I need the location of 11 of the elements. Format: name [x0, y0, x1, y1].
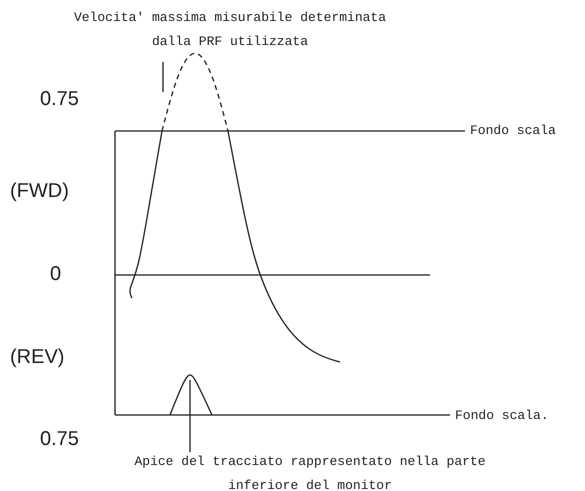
annotation-text: Velocita' massima misurabile determinata dalla PRF utilizzata: [70, 6, 390, 54]
axis-label: 0.75: [40, 88, 79, 111]
axis-label: 0.75: [40, 428, 79, 451]
axis-label: 0: [50, 263, 62, 286]
annotation-text: Apice del tracciato rappresentato nella parte inferiore del monitor: [130, 450, 490, 491]
leader-line: [189, 380, 191, 452]
leader-line: [162, 62, 164, 92]
scale-label: Fondo scala: [470, 123, 556, 138]
axis-label: (FWD): [10, 180, 69, 203]
axis-label: (REV): [10, 346, 64, 369]
scale-label: Fondo scala.: [455, 408, 549, 423]
